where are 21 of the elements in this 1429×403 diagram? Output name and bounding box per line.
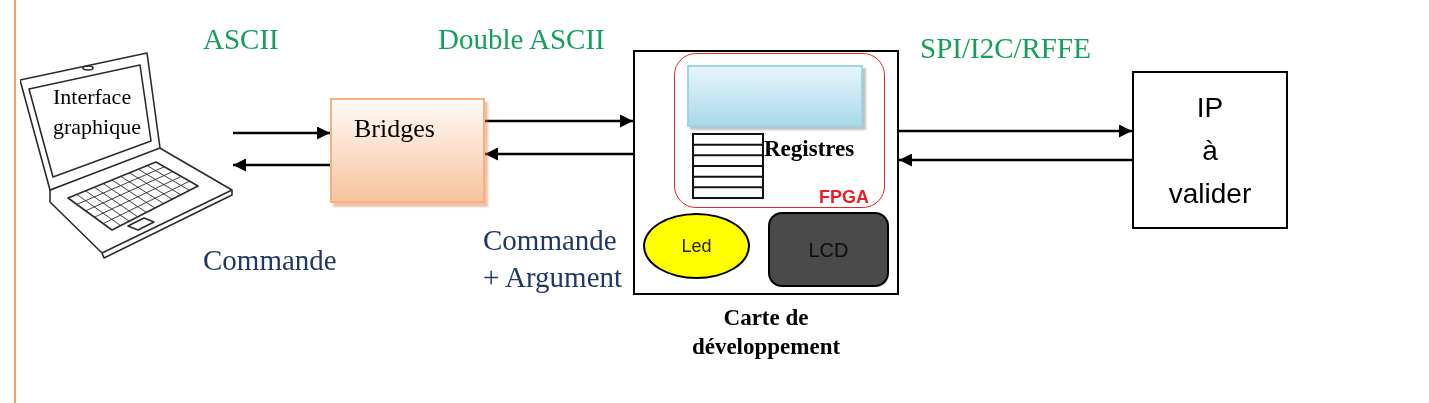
fpga-region — [674, 53, 885, 208]
empty-block — [687, 65, 863, 127]
protocol-label: ASCII — [203, 22, 280, 57]
ip-box: IP à valider — [1132, 71, 1288, 229]
screen-label: Interface graphique — [53, 83, 142, 141]
registers-label: Registres — [764, 135, 855, 163]
arrow — [233, 126, 330, 140]
led-ellipse: Led — [643, 213, 750, 279]
command-label: Commande + Argument — [483, 223, 624, 295]
arrow — [485, 147, 633, 161]
arrow — [899, 124, 1132, 138]
protocol-label: Double ASCII — [438, 22, 606, 57]
protocol-label: SPI/I2C/RFFE — [920, 31, 1092, 66]
arrow — [233, 158, 330, 172]
arrow — [485, 114, 633, 128]
board-caption: Carte de développement — [690, 304, 842, 361]
lcd-panel: LCD — [768, 212, 889, 287]
process-box: Bridges — [330, 98, 485, 203]
command-label: Commande — [203, 243, 338, 278]
arrow — [899, 153, 1132, 167]
fpga-label: FPGA — [819, 188, 869, 206]
